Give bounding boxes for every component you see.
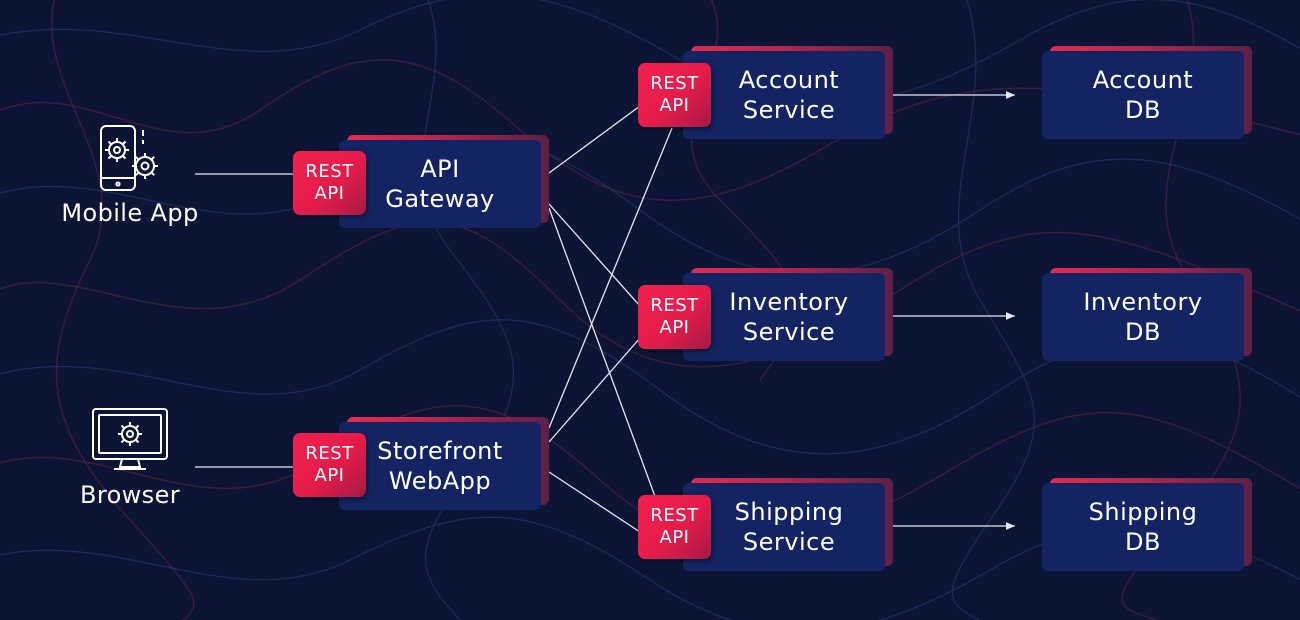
rest-api-badge: REST API	[638, 495, 711, 559]
client-label: Mobile App	[61, 199, 199, 227]
rest-api-badge: REST API	[638, 285, 711, 349]
badge-line1: REST	[305, 161, 354, 182]
shipping-db-node[interactable]: Shipping DB	[1042, 478, 1252, 575]
node-subtitle: Service	[742, 96, 836, 124]
node-face: Storefront WebApp	[339, 422, 541, 510]
rest-api-badge: REST API	[293, 433, 366, 497]
node-face: Inventory Service	[683, 273, 885, 361]
node-subtitle: DB	[1125, 96, 1161, 124]
node-subtitle: Gateway	[385, 185, 495, 213]
node-title: Storefront	[377, 437, 503, 465]
shipping-service-node[interactable]: Shipping Service	[683, 478, 893, 575]
node-title: Inventory	[729, 288, 849, 316]
inventory-db-node[interactable]: Inventory DB	[1042, 268, 1252, 365]
node-subtitle: DB	[1125, 528, 1161, 556]
node-title: API	[420, 155, 460, 183]
badge-line2: API	[314, 183, 345, 204]
api-gateway-node[interactable]: API Gateway	[339, 135, 549, 232]
badge-line2: API	[314, 465, 345, 486]
node-face: Shipping DB	[1042, 483, 1244, 571]
mobile-settings-icon	[100, 125, 158, 191]
node-title: Account	[1092, 66, 1194, 94]
inventory-service-node[interactable]: Inventory Service	[683, 268, 893, 365]
rest-api-badge: REST API	[638, 63, 711, 127]
badge-line1: REST	[650, 73, 699, 94]
node-face: Account DB	[1042, 51, 1244, 139]
node-title: Shipping	[1088, 498, 1198, 526]
node-face: Shipping Service	[683, 483, 885, 571]
rest-api-badge: REST API	[293, 151, 366, 215]
node-title: Inventory	[1083, 288, 1203, 316]
badge-line2: API	[659, 95, 690, 116]
storefront-webapp-node[interactable]: Storefront WebApp	[339, 417, 549, 514]
link-webapp-to-shipping	[548, 471, 641, 533]
badge-line2: API	[659, 527, 690, 548]
node-subtitle: Service	[742, 318, 836, 346]
client-label: Browser	[79, 481, 181, 509]
node-title: Account	[738, 66, 840, 94]
link-webapp-to-account	[548, 127, 673, 429]
link-gateway-to-account	[548, 105, 641, 174]
client-browser: Browser	[50, 406, 210, 510]
link-gateway-to-shipping	[548, 207, 661, 511]
node-face: API Gateway	[339, 140, 541, 228]
badge-line2: API	[659, 317, 690, 338]
link-webapp-to-inventory	[548, 337, 641, 443]
account-db-node[interactable]: Account DB	[1042, 46, 1252, 143]
monitor-settings-icon	[92, 408, 168, 470]
badge-line1: REST	[650, 505, 699, 526]
node-subtitle: Service	[742, 528, 836, 556]
node-subtitle: DB	[1125, 318, 1161, 346]
node-face: Account Service	[683, 51, 885, 139]
node-face: Inventory DB	[1042, 273, 1244, 361]
badge-line1: REST	[650, 295, 699, 316]
badge-line1: REST	[305, 443, 354, 464]
node-subtitle: WebApp	[388, 467, 492, 495]
client-mobile-app: Mobile App	[50, 124, 210, 228]
link-gateway-to-inventory	[548, 203, 641, 307]
account-service-node[interactable]: Account Service	[683, 46, 893, 143]
node-title: Shipping	[734, 498, 844, 526]
